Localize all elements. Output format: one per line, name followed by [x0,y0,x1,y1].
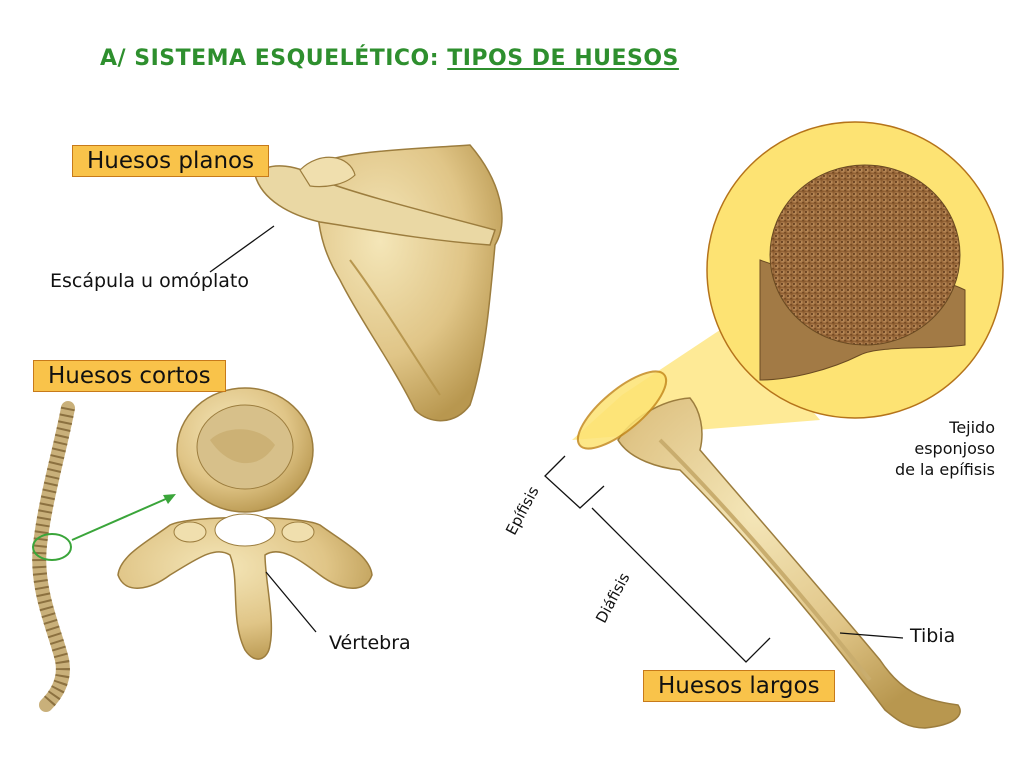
scapula-pointer-line [209,225,275,273]
magnifier-circle [572,121,1004,440]
title-prefix: A/ SISTEMA ESQUELÉTICO: [100,46,440,71]
title-underlined: TIPOS DE HUESOS [447,46,679,71]
tag-huesos-planos: Huesos planos [72,145,270,177]
label-scapula: Escápula u omóplato [50,270,249,292]
label-tibia: Tibia [910,625,956,647]
vertebra-pointer-line [265,571,317,633]
vertebra-bone [117,387,373,660]
spine-to-vertebra-arrow [71,497,169,541]
arrow-head-icon [163,494,176,504]
spine-highlight-ellipse [32,533,72,561]
tag-huesos-largos: Huesos largos [643,670,835,702]
label-spongy-tissue: Tejido esponjoso de la epífisis [860,418,995,480]
spine-column [32,401,75,712]
epiphysis-highlight [576,370,668,450]
tag-huesos-cortos: Huesos cortos [33,360,226,392]
spongy-line-3: de la epífisis [894,459,995,479]
scapula-bone [254,144,503,422]
spongy-line-1: Tejido [949,418,995,437]
label-vertebra: Vértebra [329,632,411,654]
bracket-lines [544,455,904,663]
spongy-line-2: esponjoso [914,438,995,458]
tibia-bone [617,397,961,729]
page-title: A/ SISTEMA ESQUELÉTICO: TIPOS DE HUESOS [100,46,679,71]
